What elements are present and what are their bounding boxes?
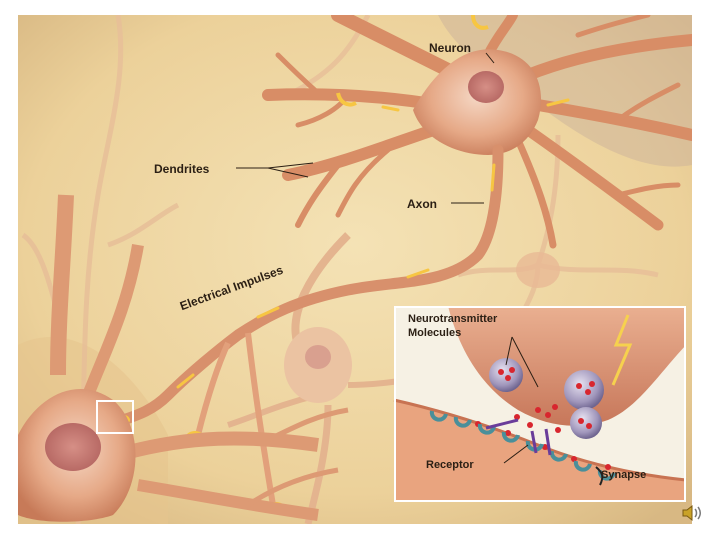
label-neuron: Neuron (429, 41, 471, 55)
label-receptor: Receptor (426, 459, 474, 471)
label-dendrites: Dendrites (154, 162, 209, 176)
label-molecules: Molecules (408, 327, 461, 339)
top-neuron-nucleus (468, 71, 504, 103)
speaker-icon[interactable] (681, 503, 703, 523)
label-axon: Axon (407, 197, 437, 211)
label-neurotransmitter: Neurotransmitter (408, 313, 497, 325)
label-synapse: Synapse (601, 469, 646, 481)
zoom-indicator-box (96, 400, 134, 434)
